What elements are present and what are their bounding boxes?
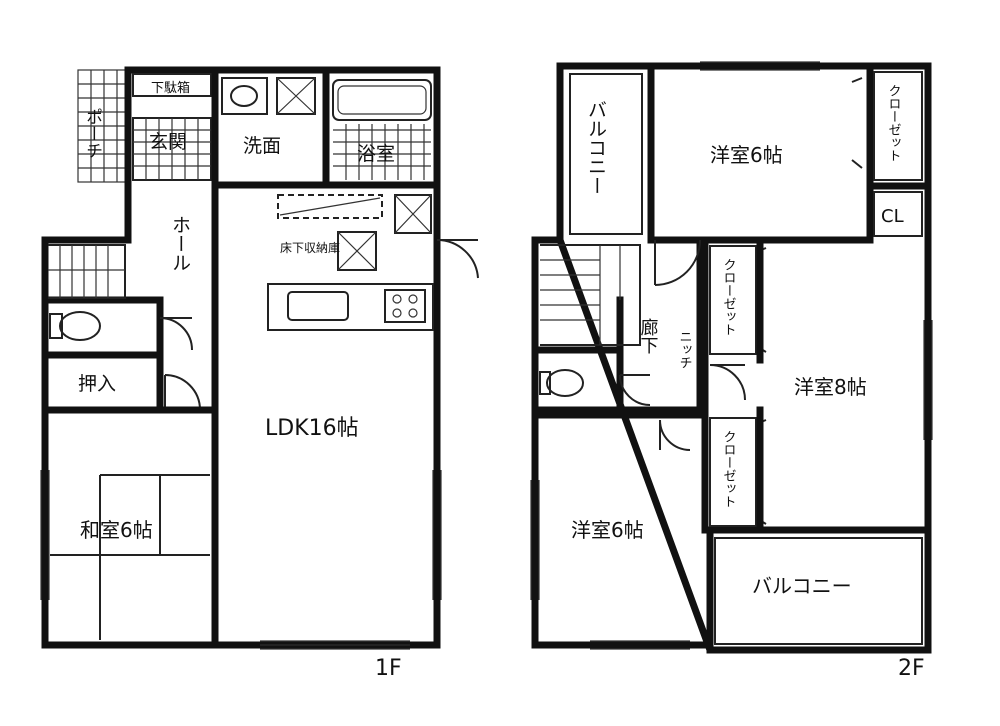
closet-door-1f xyxy=(164,374,201,411)
japanese-room-label: 和室6帖 xyxy=(80,518,153,542)
cl-box xyxy=(873,191,923,237)
room-b-door xyxy=(709,364,746,401)
bathroom-label: 浴室 xyxy=(357,143,395,165)
entrance-floor xyxy=(132,117,212,181)
closet-b-label: クローゼット xyxy=(721,258,737,336)
back-door xyxy=(436,238,479,279)
closet-a xyxy=(873,71,923,181)
toilet-door-2f xyxy=(619,374,651,406)
western-room-a-label: 洋室6帖 xyxy=(710,143,783,167)
underfloor-storage-label: 床下収納庫 xyxy=(280,241,340,255)
cl-label: CL xyxy=(881,206,904,227)
balcony-south-label: バルコニー xyxy=(752,574,852,598)
toilet-1f xyxy=(49,311,101,341)
closet-a-label: クローゼット xyxy=(886,84,902,162)
floor-1f xyxy=(40,66,479,650)
stairs-2f xyxy=(540,244,641,346)
ldk-label: LDK16帖 xyxy=(265,416,359,441)
floor-1f-label: 1F xyxy=(375,656,402,681)
shoe-box xyxy=(132,73,212,97)
closet-label-1f: 押入 xyxy=(78,373,116,395)
washbasin xyxy=(221,77,316,115)
toilet-2f xyxy=(539,369,584,397)
hall-label: ホール xyxy=(169,215,191,272)
kitchen-counter xyxy=(267,283,434,331)
closet-b xyxy=(709,245,757,355)
tatami-mats xyxy=(50,474,210,640)
shoe-box-label: 下駄箱 xyxy=(151,80,190,96)
toilet-door-1f xyxy=(159,317,193,351)
western-room-c-label: 洋室6帖 xyxy=(571,518,644,542)
balcony-north-label: バルコニー xyxy=(585,100,607,195)
porch-label-1: ポーチ xyxy=(82,108,102,159)
closet-c-label: クローゼット xyxy=(721,430,737,508)
entrance-label: 玄関 xyxy=(149,131,187,153)
closet-c xyxy=(709,417,757,527)
corridor-label: 廊下 xyxy=(638,318,659,354)
floor-2f-label: 2F xyxy=(898,656,925,681)
balcony-south-rail xyxy=(714,537,923,645)
balcony-north-rail xyxy=(569,73,643,235)
stairs-1f xyxy=(48,244,126,299)
storage-units xyxy=(277,194,432,271)
bath-floor xyxy=(333,124,431,180)
room-c-door xyxy=(659,419,691,451)
niche-label: ニッチ xyxy=(677,330,692,369)
washroom-label: 洗面 xyxy=(243,135,281,157)
bathtub xyxy=(332,79,432,121)
western-room-b-label: 洋室8帖 xyxy=(794,375,867,399)
corridor-door xyxy=(654,239,701,286)
floor-2f xyxy=(530,61,933,654)
